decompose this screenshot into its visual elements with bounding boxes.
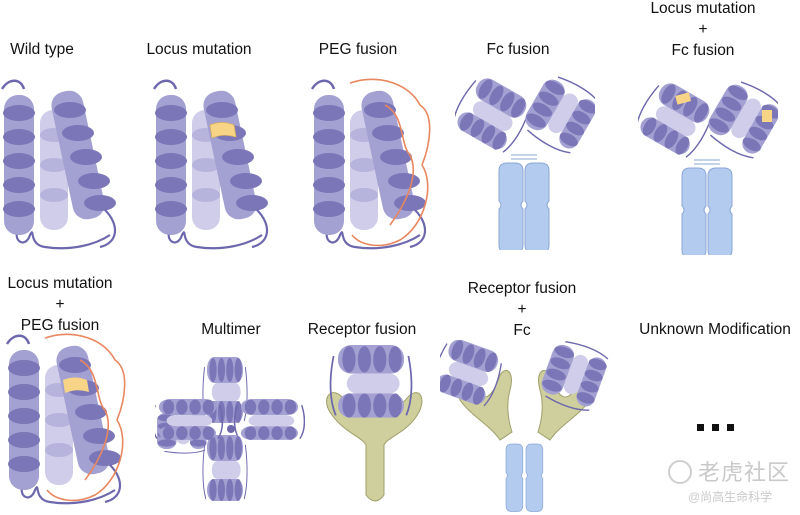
watermark-brand: 老虎社区 [668,455,790,487]
locus-mutation-peg-fusion-protein [5,333,126,505]
multimer-protein [155,356,305,502]
fc-fusion-protein [455,75,595,250]
locus-mutation-protein [152,79,270,250]
mutation-site [63,377,89,393]
receptor-fusion-fc-protein [440,340,610,512]
label-receptor-fusion: Receptor fusion [307,321,417,338]
label-locus-mutation-peg-fusion: Locus mutation+PEG fusion [7,275,113,334]
watermark-logo-icon [668,460,692,484]
ellipsis-icon [697,424,742,431]
label-multimer: Multimer [201,321,261,338]
wild-type-protein [0,79,118,250]
label-locus-mutation: Locus mutation [146,41,252,58]
label-unknown-modification: Unknown Modification [639,321,791,338]
label-receptor-fusion-fc: Receptor fusion+Fc [467,280,577,339]
label-fc-fusion: Fc fusion [486,41,550,58]
mutation-site [675,92,692,105]
label-wild-type: Wild type [10,41,74,58]
label-locus-mutation-fc-fusion: Locus mutation+Fc fusion [650,0,756,59]
locus-mutation-fc-fusion-protein [638,80,778,255]
mutation-site [762,110,772,122]
peg-fusion-protein [310,78,431,250]
mutation-site [209,122,237,139]
label-peg-fusion: PEG fusion [318,41,398,58]
receptor-fusion-protein [326,345,423,502]
watermark-handle: @尚高生命科学 [688,490,773,504]
